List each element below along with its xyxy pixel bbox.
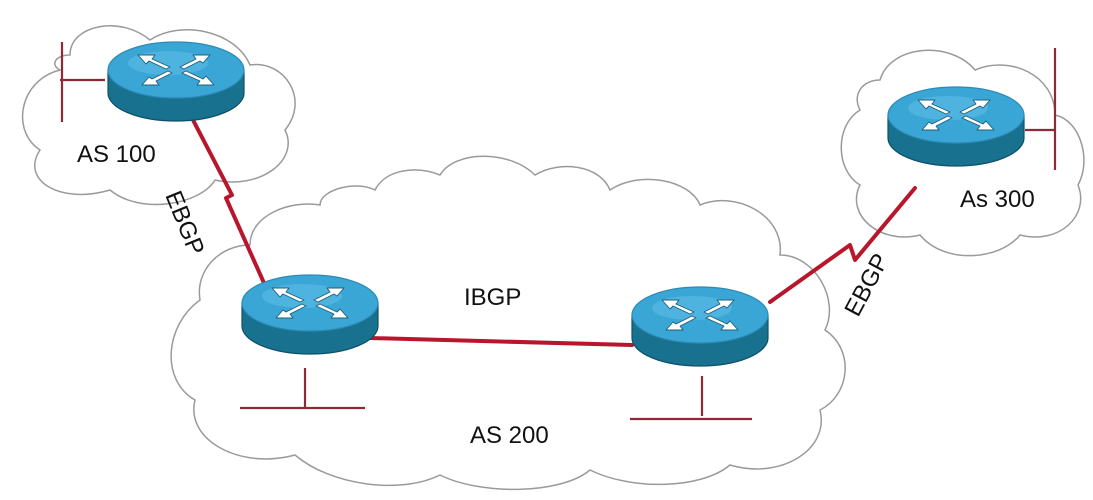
lan-segment-as200-left xyxy=(240,368,365,410)
lan-segment-as100 xyxy=(60,42,105,122)
label-as300: As 300 xyxy=(960,186,1035,213)
label-ibgp: IBGP xyxy=(464,284,521,311)
label-ebgp-right: EBGP xyxy=(839,249,894,321)
ebgp-link-right xyxy=(768,186,917,304)
label-ebgp-left: EBGP xyxy=(159,187,209,259)
lan-segment-as300 xyxy=(1025,48,1057,170)
cloud-as200 xyxy=(170,155,846,491)
label-as200: AS 200 xyxy=(470,422,549,449)
ibgp-link xyxy=(368,336,634,347)
router-icon xyxy=(631,286,769,367)
label-as100: AS 100 xyxy=(77,141,156,168)
ebgp-link-left xyxy=(191,118,266,285)
router-icon xyxy=(241,274,379,355)
router-icon xyxy=(107,41,245,122)
lan-segment-as200-right xyxy=(630,376,752,421)
router-icon xyxy=(887,86,1025,167)
